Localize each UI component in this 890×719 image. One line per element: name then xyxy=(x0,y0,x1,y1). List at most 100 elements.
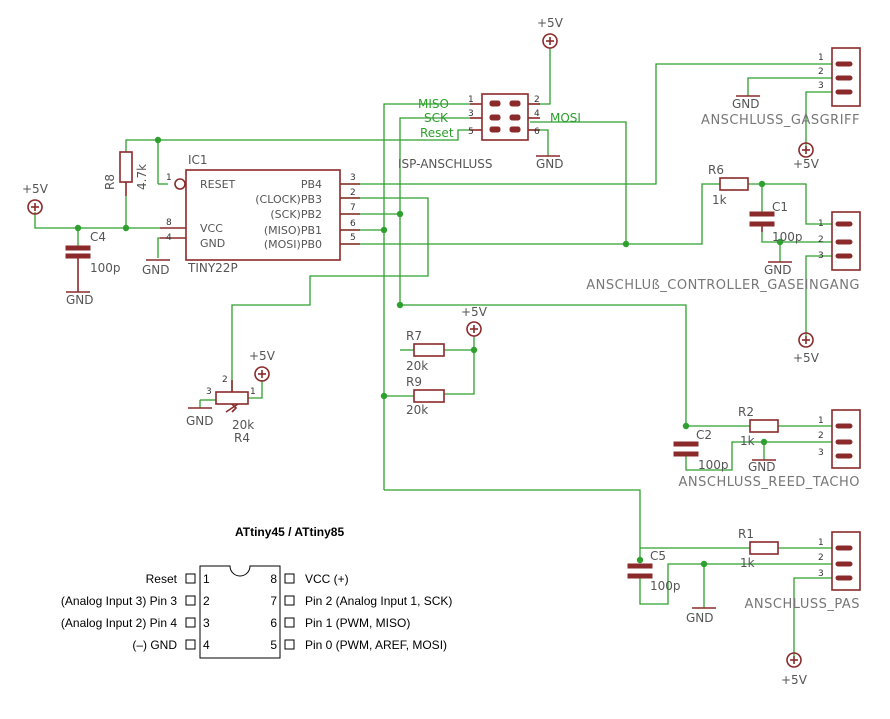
pin-num: 5 xyxy=(350,233,356,243)
pin-num: 2 xyxy=(534,95,540,105)
pinout-num: 6 xyxy=(270,616,277,630)
r8-value: 4.7k xyxy=(135,164,149,190)
ic1-chip: IC1 TINY22P RESET VCC GND 1 8 4 PB4 (CLO… xyxy=(160,153,360,275)
pinout-num: 7 xyxy=(270,594,277,608)
signal-sck: SCK xyxy=(424,111,449,125)
pinout-num: 5 xyxy=(270,638,277,652)
ic1-pin-vcc: VCC xyxy=(200,222,223,235)
pin-num: 2 xyxy=(818,235,824,245)
pin-num: 3 xyxy=(818,81,824,91)
ic1-pin-pb0: (MOSI)PB0 xyxy=(264,238,322,251)
connector-name: ANSCHLUSS_REED_TACHO xyxy=(679,475,861,490)
c4-value: 100p xyxy=(90,261,121,275)
r9-value: 20k xyxy=(406,403,428,417)
pin-num: 7 xyxy=(350,203,356,213)
ic1-pin-pb1: (MISO)PB1 xyxy=(264,224,322,237)
junctions xyxy=(74,136,784,568)
r2-value: 1k xyxy=(740,434,755,448)
signal-reset: Reset xyxy=(420,126,454,140)
power-5v-gasgriff: +5V xyxy=(793,142,820,171)
pin-num: 3 xyxy=(818,448,824,458)
pinout-num: 2 xyxy=(203,594,210,608)
gnd-c4: GND xyxy=(66,291,94,307)
capacitor-c5: C5 100p xyxy=(627,549,681,593)
resistor-r1: R1 1k xyxy=(738,527,779,570)
pinout-num: 4 xyxy=(203,638,210,652)
pin-num: 8 xyxy=(166,218,172,228)
power-5v-pas: +5V xyxy=(781,652,808,687)
gnd-label: GND xyxy=(764,263,792,277)
gnd-label: GND xyxy=(686,611,714,625)
pin-num: 3 xyxy=(206,387,212,397)
pin-num: 1 xyxy=(250,387,256,397)
pin-num: 1 xyxy=(818,53,824,63)
connector-reed-tacho: 1 2 3 ANSCHLUSS_REED_TACHO xyxy=(679,409,861,490)
isp-name: ISP-ANSCHLUSS xyxy=(398,157,493,171)
p5v-label: +5V xyxy=(22,182,49,196)
signal-miso: MISO xyxy=(418,97,449,111)
ic1-pin-gnd: GND xyxy=(200,237,225,250)
r6-value: 1k xyxy=(712,193,727,207)
pin-num: 1 xyxy=(818,416,824,426)
connector-name: ANSCHLUSS_GASGRIFF xyxy=(701,113,860,128)
gnd-gasgriff: GND xyxy=(732,95,760,111)
connector-controller: 1 2 3 ANSCHLUß_CONTROLLER_GASEINGANG xyxy=(586,211,861,293)
c1-value: 100p xyxy=(772,230,803,244)
pin-num: 3 xyxy=(350,173,356,183)
pin-num: 2 xyxy=(818,553,824,563)
pinout-left-label: Reset xyxy=(146,572,178,586)
p5v-label: +5V xyxy=(461,305,488,319)
connector-name: ANSCHLUß_CONTROLLER_GASEINGANG xyxy=(586,278,860,293)
isp-connector: 1 3 5 2 4 6 ISP-ANSCHLUSS MISO SCK Reset… xyxy=(398,93,581,171)
c5-name: C5 xyxy=(650,549,666,563)
r7-value: 20k xyxy=(406,359,428,373)
c5-value: 100p xyxy=(650,579,681,593)
p5v-label: +5V xyxy=(793,351,820,365)
pin-num: 5 xyxy=(468,127,474,137)
c4-name: C4 xyxy=(90,230,106,244)
pinout-right-label: Pin 0 (PWM, AREF, MOSI) xyxy=(305,638,447,652)
power-5v-left: +5V xyxy=(22,182,49,215)
resistor-r7: R7 20k xyxy=(406,329,445,373)
p5v-label: +5V xyxy=(793,157,820,171)
capacitor-c2: C2 100p xyxy=(673,428,729,472)
power-5v-r7: +5V xyxy=(461,305,488,337)
pin-num: 2 xyxy=(350,188,356,198)
connector-pas: 1 2 3 ANSCHLUSS_PAS xyxy=(745,531,861,612)
c2-value: 100p xyxy=(698,458,729,472)
ic1-pin-reset: RESET xyxy=(200,178,236,191)
pin-num: 6 xyxy=(350,219,356,229)
p5v-label: +5V xyxy=(781,673,808,687)
gnd-label: GND xyxy=(732,97,760,111)
pin-num: 1 xyxy=(166,173,172,183)
pin-num: 3 xyxy=(468,109,474,119)
ic1-pin-pb3: (CLOCK)PB3 xyxy=(255,193,322,206)
p5v-label: +5V xyxy=(249,349,276,363)
pinout-title: ATtiny45 / ATtiny85 xyxy=(235,525,344,539)
ic1-name: IC1 xyxy=(188,153,208,167)
pin-num: 4 xyxy=(534,109,540,119)
chip-outline xyxy=(199,565,281,659)
pinout-left-label: (Analog Input 2) Pin 4 xyxy=(61,616,177,630)
gnd-label: GND xyxy=(66,293,94,307)
power-5v-r4: +5V xyxy=(249,349,276,382)
pin-num: 3 xyxy=(818,569,824,579)
ic1-value: TINY22P xyxy=(187,261,238,275)
gnd-r4: GND xyxy=(186,407,214,428)
power-5v-isp: +5V xyxy=(537,16,564,49)
gnd-c1: GND xyxy=(764,261,792,277)
r1-name: R1 xyxy=(738,527,754,541)
power-5v-controller: +5V xyxy=(793,332,820,365)
capacitor-c1: C1 100p xyxy=(749,200,803,244)
r7-name: R7 xyxy=(406,329,422,343)
pin-num: 1 xyxy=(818,219,824,229)
r9-name: R9 xyxy=(406,375,422,389)
pin-num: 3 xyxy=(818,251,824,261)
p5v-label: +5V xyxy=(537,16,564,30)
gnd-label: GND xyxy=(142,263,170,277)
pin-num: 2 xyxy=(818,431,824,441)
pin-num: 2 xyxy=(818,67,824,77)
connector-name: ANSCHLUSS_PAS xyxy=(745,597,861,612)
resistor-r9: R9 20k xyxy=(406,375,445,417)
